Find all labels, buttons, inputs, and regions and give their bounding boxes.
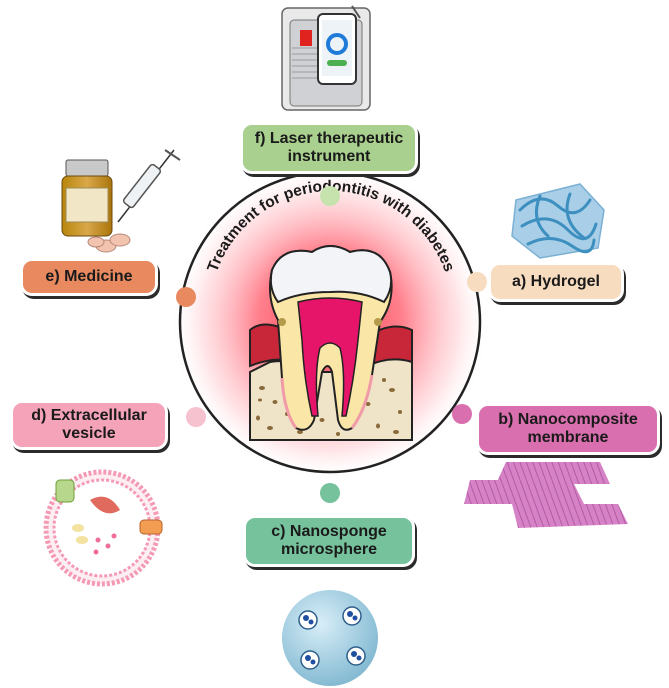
- node-d: [186, 407, 206, 427]
- tooth-pulp: [297, 297, 363, 417]
- node-f: [320, 186, 340, 206]
- tooth-illustration: [249, 245, 413, 441]
- laser-device-icon: [281, 5, 371, 111]
- hydrogel-cube-icon: [511, 183, 605, 259]
- medicine-bottle-syringe-icon: [61, 149, 181, 253]
- nanosponge-sphere-icon: [282, 590, 378, 686]
- label-laser-therapeutic-instrument: f) Laser therapeutic instrument: [240, 122, 418, 174]
- label-c-text: c) Nanosponge microsphere: [271, 523, 387, 558]
- label-b-text: b) Nanocomposite membrane: [498, 411, 638, 446]
- extracellular-vesicle-icon: [43, 469, 163, 587]
- gum-right: [370, 325, 413, 366]
- node-b: [452, 404, 472, 424]
- label-e-text: e) Medicine: [45, 268, 133, 285]
- label-f-text: f) Laser therapeutic instrument: [254, 130, 404, 165]
- node-c: [320, 483, 340, 503]
- label-nanosponge-microsphere: c) Nanosponge microsphere: [243, 515, 415, 567]
- label-medicine: e) Medicine: [20, 258, 158, 296]
- label-nanocomposite-membrane: b) Nanocomposite membrane: [476, 403, 660, 455]
- label-extracellular-vesicle: d) Extracellular vesicle: [10, 400, 168, 450]
- tooth-enamel: [269, 245, 393, 304]
- membrane-sheets-icon: [464, 462, 628, 528]
- label-a-text: a) Hydrogel: [511, 273, 600, 290]
- node-e: [176, 287, 196, 307]
- node-a: [467, 272, 487, 292]
- label-d-text: d) Extracellular vesicle: [31, 407, 147, 442]
- label-hydrogel: a) Hydrogel: [488, 262, 624, 302]
